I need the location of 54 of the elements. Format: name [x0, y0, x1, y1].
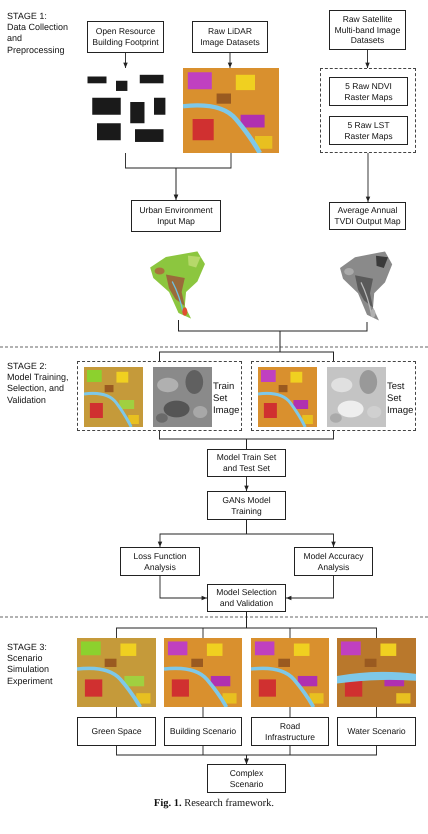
arrow [123, 52, 128, 68]
picture [153, 367, 212, 427]
process-box: Water Scenario [337, 717, 416, 746]
dashed-group [77, 361, 242, 431]
picture [84, 367, 143, 427]
group-label: Test Set Image [387, 381, 414, 417]
connector-line [280, 322, 368, 362]
picture [164, 638, 242, 707]
arrow [246, 520, 336, 548]
process-box: Model Selection and Validation [207, 584, 286, 612]
arrow [365, 50, 370, 68]
arrow [286, 576, 334, 600]
connector-line [202, 706, 204, 718]
group-label: Train Set Image [213, 381, 240, 417]
stage-label: STAGE 2: [7, 361, 48, 372]
stage-label: Model Training, Selection, and Validation [7, 372, 70, 406]
process-box: Green Space [77, 717, 156, 746]
stage-label: Data Collection and Preprocessing [7, 22, 70, 56]
process-box: Building Scenario [164, 717, 242, 746]
dashed-group [251, 361, 416, 431]
arrow [174, 152, 232, 200]
process-box: Loss Function Analysis [120, 547, 200, 576]
process-box: Average Annual TVDI Output Map [329, 202, 406, 230]
process-box: Road Infrastructure [251, 717, 329, 746]
process-box: Raw Satellite Multi-band Image Datasets [329, 10, 406, 50]
process-box: Model Accuracy Analysis [294, 547, 373, 576]
process-box: Model Train Set and Test Set [207, 449, 286, 477]
caption: Fig. 1. Research framework. [152, 797, 276, 810]
connector-line [246, 430, 334, 450]
picture [77, 638, 156, 707]
picture [183, 68, 279, 153]
process-box: 5 Raw NDVI Raster Maps [329, 77, 408, 106]
picture [337, 638, 416, 707]
arrow [160, 576, 208, 600]
arrow [244, 746, 377, 764]
stage-label: STAGE 1: [7, 11, 48, 22]
stage-label: Scenario Simulation Experiment [7, 653, 54, 687]
connector-line [376, 706, 377, 718]
process-box: GANs Model Training [207, 491, 286, 520]
arrow [228, 52, 232, 68]
process-box: Complex Scenario [207, 764, 286, 793]
dashed-group [320, 68, 416, 153]
process-box: Raw LiDAR Image Datasets [192, 21, 268, 53]
process-box: 5 Raw LST Raster Maps [329, 116, 408, 145]
picture [327, 367, 386, 427]
connector-line [116, 706, 117, 718]
process-box: Open Resource Building Footprint [87, 21, 164, 53]
arrow [244, 476, 249, 492]
connector-line [246, 612, 377, 638]
picture [258, 367, 317, 427]
process-box: Urban Environment Input Map [131, 200, 221, 232]
picture [251, 638, 329, 707]
stage-label: STAGE 3: [7, 642, 48, 654]
arrow [366, 152, 370, 202]
